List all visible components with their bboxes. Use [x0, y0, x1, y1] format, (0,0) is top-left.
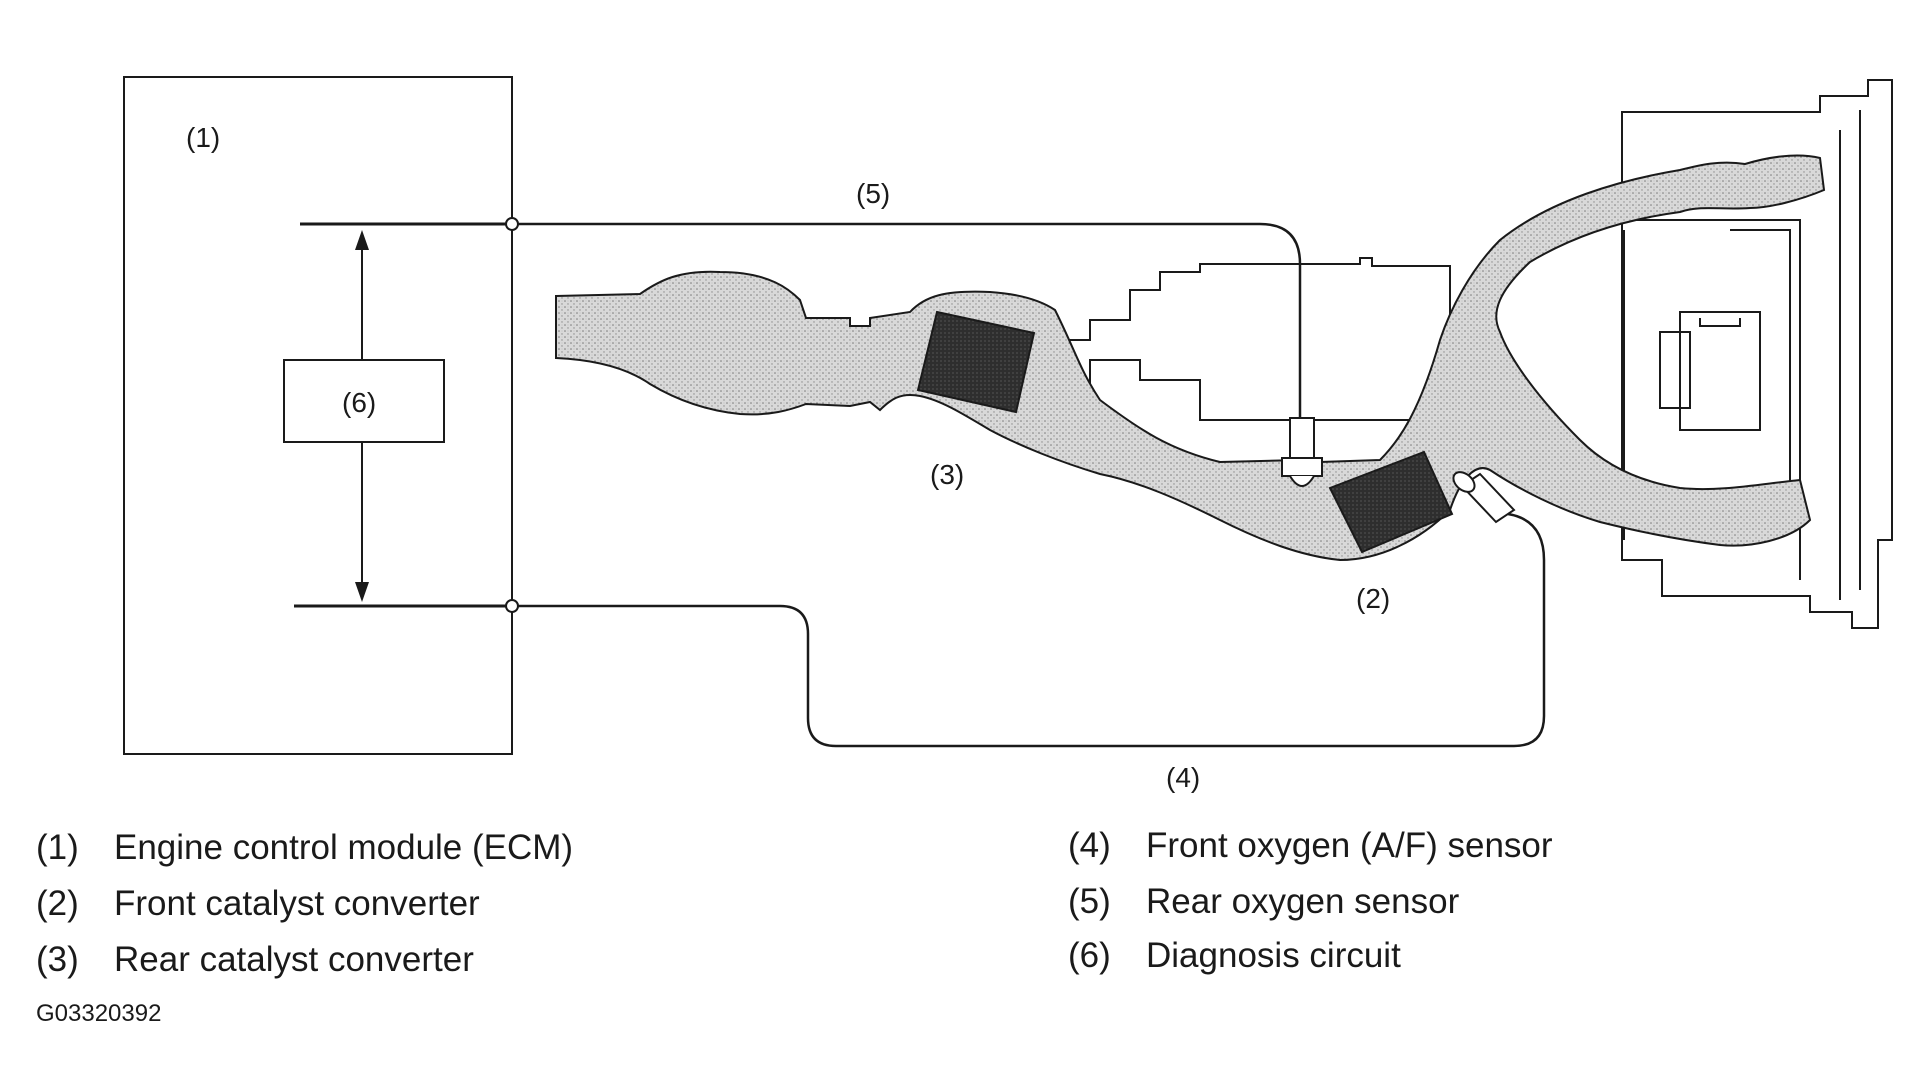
legend-text: Rear catalyst converter [114, 940, 474, 979]
legend-text: Front catalyst converter [114, 884, 480, 923]
legend-number: (4) [1068, 826, 1111, 865]
legend-item-front-oxygen-sensor: (4) Front oxygen (A/F) sensor [1068, 826, 1553, 866]
terminal-bottom [505, 599, 519, 613]
legend-number: (5) [1068, 882, 1111, 921]
rear-catalyst-block [916, 310, 1036, 414]
legend-number: (6) [1068, 936, 1111, 975]
legend-number: (3) [36, 940, 79, 979]
legend-number: (2) [36, 884, 79, 923]
legend-item-rear-oxygen-sensor: (5) Rear oxygen sensor [1068, 882, 1459, 922]
rear-oxygen-sensor [1281, 417, 1323, 487]
diagnosis-circuit-callout: (6) [342, 387, 376, 418]
legend-text: Diagnosis circuit [1146, 936, 1401, 975]
front-oxygen-sensor [1452, 471, 1516, 524]
arrowhead-up [355, 230, 369, 250]
rear-sensor-wire-callout: (5) [856, 178, 890, 209]
rear-sensor-wire [518, 222, 1302, 418]
legend-text: Engine control module (ECM) [114, 828, 574, 867]
rear-catalyst-callout: (3) [930, 459, 964, 490]
chassis-outline [1049, 257, 1451, 421]
legend-item-diagnosis-circuit: (6) Diagnosis circuit [1068, 936, 1401, 976]
legend-item-ecm: (1) Engine control module (ECM) [36, 828, 573, 868]
exhaust-pipe [555, 154, 1826, 562]
legend-number: (1) [36, 828, 79, 867]
legend-text: Front oxygen (A/F) sensor [1146, 826, 1553, 865]
figure-code: G03320392 [36, 1000, 162, 1027]
front-catalyst-block [1328, 450, 1454, 554]
front-sensor-wire-callout: (4) [1166, 762, 1200, 793]
arrowhead-down [355, 582, 369, 602]
diagnosis-circuit-box [283, 359, 445, 443]
legend-item-rear-catalyst: (3) Rear catalyst converter [36, 940, 474, 980]
front-catalyst-callout: (2) [1356, 583, 1390, 614]
terminal-top [505, 217, 519, 231]
legend-text: Rear oxygen sensor [1146, 882, 1460, 921]
front-sensor-wire [518, 512, 1546, 748]
ecm-box [123, 76, 513, 755]
ecm-callout: (1) [186, 122, 220, 153]
legend-item-front-catalyst: (2) Front catalyst converter [36, 884, 480, 924]
